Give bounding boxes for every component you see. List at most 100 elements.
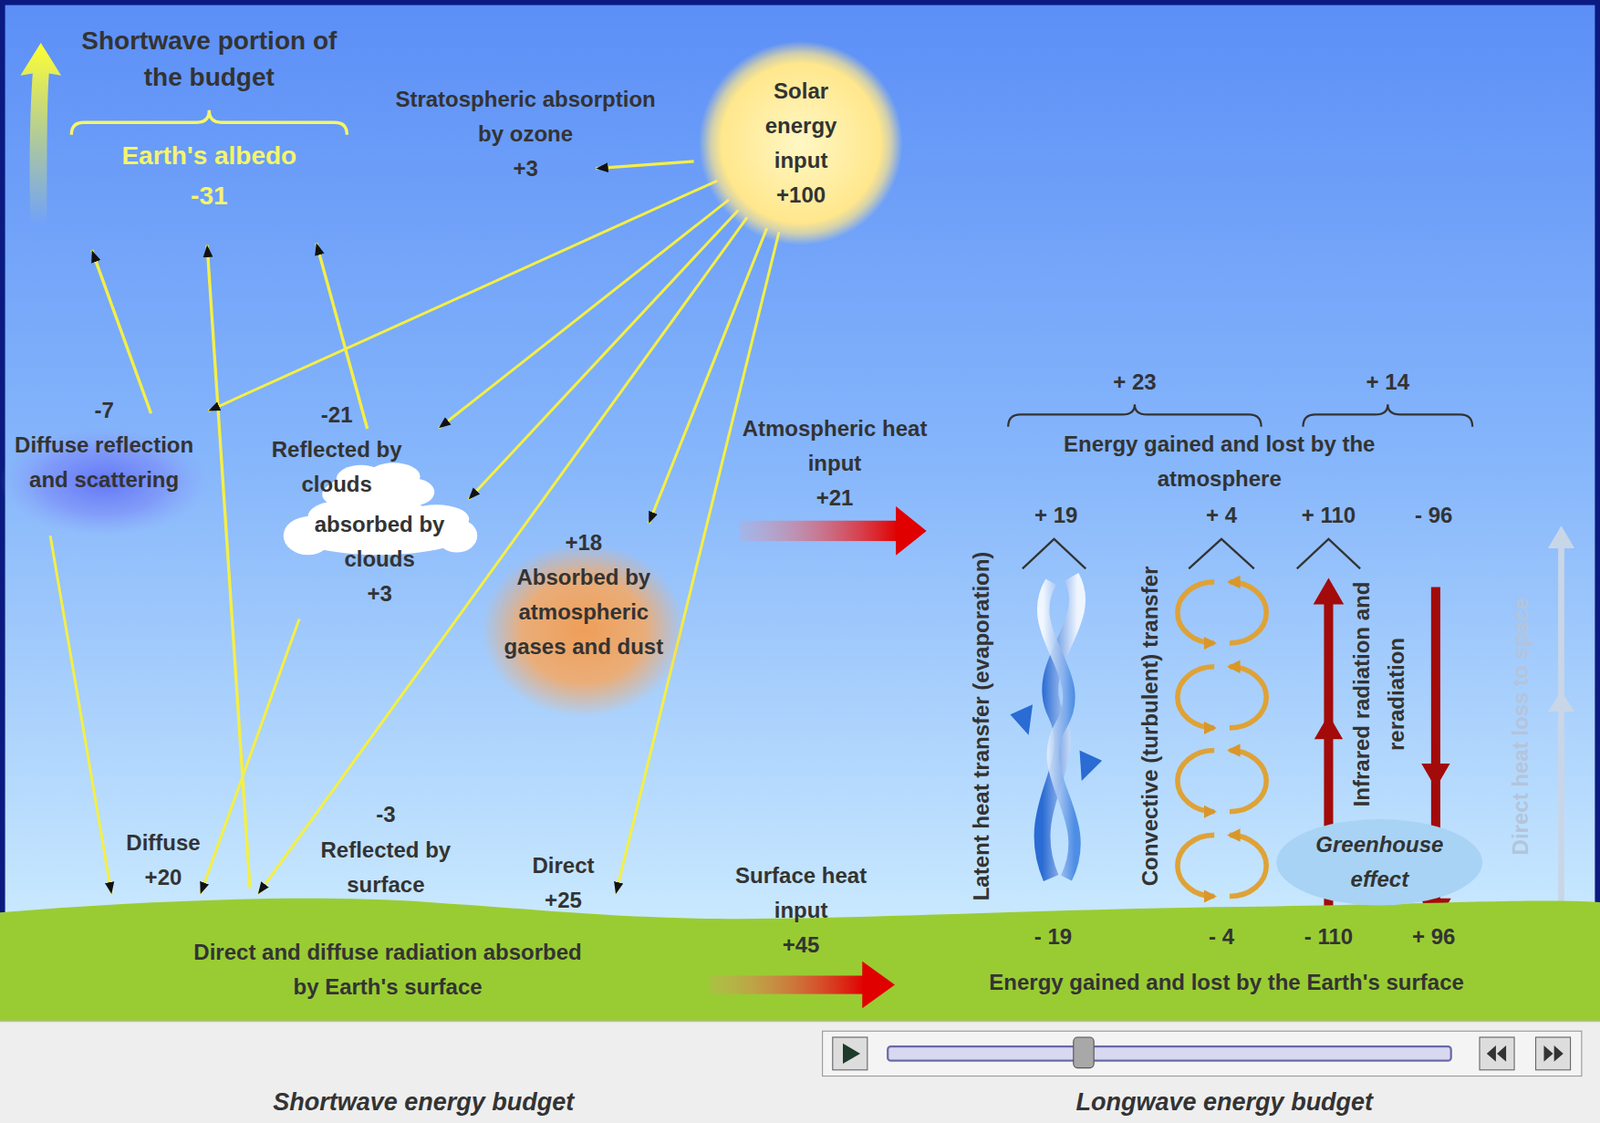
node-text-2: +100 (739, 177, 863, 213)
greenhouse-ellipse: Greenhouse effect (1274, 817, 1485, 907)
player-controls (822, 1030, 1582, 1076)
space-loss-arrow (1548, 525, 1575, 909)
radiation-ray (438, 199, 729, 428)
flow-label: Atmospheric heat input (732, 411, 937, 481)
convection-arrows (1229, 750, 1267, 812)
node-text-2: Absorbed by atmospheric gases and dust (496, 560, 672, 665)
flow-value: +25 (544, 883, 582, 918)
bracket-value: + 23 (1112, 364, 1156, 400)
reflection-rays (207, 245, 250, 889)
scatter-glow (0, 426, 208, 536)
flow-label: Surface heat input (711, 858, 891, 928)
node-text-2: Energy gained and lost by the Earth's su… (988, 965, 1465, 1000)
node-outline (1274, 817, 1485, 907)
budget-brackets (1007, 404, 1473, 569)
convection-arrows (1177, 666, 1215, 728)
bracket-value: + 14 (1366, 364, 1410, 400)
convection-arrows (1229, 581, 1267, 644)
flow-value: +3 (512, 151, 538, 187)
atmospheric-heat-arrow (739, 506, 927, 556)
player-controls (842, 1043, 861, 1064)
group-label: Energy gained and lost by the atmosphere (1056, 426, 1383, 497)
space-loss-arrow (1558, 540, 1565, 909)
albedo-value: -31 (190, 177, 228, 215)
latent-heat-ribbons (1080, 750, 1103, 782)
process-label: Infrared radiation and reradiation (1344, 571, 1414, 816)
reflection-rays (92, 161, 695, 889)
flow-value: +45 (782, 927, 821, 963)
flow-value: - 19 (1034, 919, 1072, 955)
greenhouse-shape (1276, 819, 1483, 906)
latent-heat-ribbons (1009, 704, 1033, 736)
background (5, 5, 1596, 1021)
panel-caption: Shortwave energy budget (272, 1084, 574, 1121)
player-controls (1479, 1037, 1515, 1071)
radiation-ray (200, 618, 300, 894)
reflecting-cloud: -21Reflected by clouds (234, 397, 439, 510)
flow-value: + 110 (1301, 498, 1356, 533)
dust-glow (481, 542, 686, 717)
node-text-2: +3 (308, 576, 452, 612)
player-controls (887, 1046, 1451, 1061)
node-text: Direct and diffuse radiation absorbed by… (188, 935, 587, 1005)
process-label: Convective (turbulent) transfer (1132, 566, 1168, 887)
player-controls (1536, 1037, 1571, 1071)
section-title: Shortwave portion of the budget (66, 22, 353, 96)
disabled-label: Direct heat loss to space (1503, 597, 1538, 856)
latent-heat-ribbons (1009, 576, 1102, 878)
scatter-region: -7Diffuse reflection and scattering (0, 393, 208, 537)
convection-arrows (1177, 750, 1215, 812)
flow-value: - 110 (1304, 919, 1353, 955)
player-controls (1486, 1045, 1507, 1062)
budget-brackets (1007, 404, 1261, 427)
flow-label: Reflected by surface (299, 832, 473, 903)
sun-circle: Solar energy input+100 (698, 41, 904, 246)
atmospheric-heat-arrow (739, 520, 898, 541)
node-text: Solar energy input (739, 73, 863, 178)
flow-label: Diffuse (125, 825, 200, 861)
flow-value: - 4 (1208, 919, 1235, 955)
sun-disc (698, 41, 904, 246)
surface-heat-arrowhead (862, 961, 895, 1008)
radiation-ray (50, 535, 112, 894)
flow-value: + 96 (1412, 919, 1455, 955)
albedo-arrow (71, 110, 347, 136)
radiation-ray (468, 209, 739, 499)
infrared-arrows (1313, 577, 1345, 739)
radiation-ray (207, 180, 717, 411)
latent-heat-ribbons (1042, 576, 1079, 878)
node-text: Greenhouse effect (1292, 827, 1466, 897)
absorbing-cloud: absorbed by clouds+3 (277, 499, 482, 620)
node-text: -7 (7, 393, 202, 428)
atmosphere-absorption: +18Absorbed by atmospheric gases and dus… (481, 523, 686, 718)
background (0, 1020, 1600, 1123)
player-controls (1543, 1045, 1563, 1062)
flow-value: +20 (145, 860, 183, 895)
latent-heat-ribbons (1043, 581, 1075, 879)
node-text-2: Diffuse reflection and scattering (7, 427, 202, 498)
flow-value: +21 (816, 480, 854, 516)
convection-arrows (1229, 666, 1267, 728)
node-text: -21 (268, 397, 406, 433)
budget-brackets (1302, 404, 1473, 427)
node-text: absorbed by clouds (308, 507, 452, 577)
player-controls (832, 1037, 868, 1071)
surface-heat-arrow (708, 975, 864, 994)
node-text-2: Reflected by clouds (268, 432, 406, 502)
convection-arrows (1177, 581, 1267, 897)
player-controls (1073, 1037, 1094, 1069)
atmospheric-heat-arrow (895, 506, 927, 556)
process-label: Latent heat transfer (evaporation) (964, 551, 999, 902)
budget-brackets (1022, 539, 1086, 569)
flow-value: - 96 (1414, 498, 1453, 533)
convection-arrows (1229, 834, 1267, 896)
radiation-ray (258, 217, 748, 894)
node-outline (698, 41, 904, 246)
node-text: +18 (491, 525, 676, 561)
albedo-arrow (20, 42, 62, 225)
budget-brackets (1188, 539, 1255, 569)
reflection-rays (316, 242, 368, 429)
